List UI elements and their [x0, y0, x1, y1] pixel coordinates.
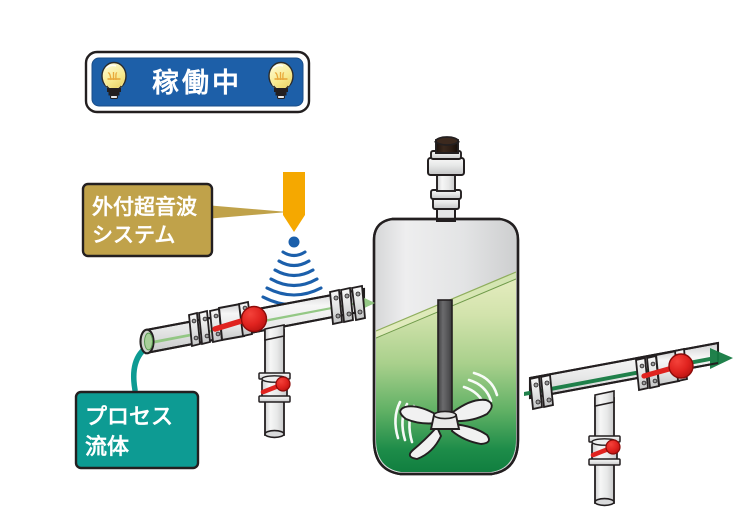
- outlet-branch-drain: [588, 397, 621, 507]
- status-badge: 稼働中: [84, 50, 311, 114]
- outlet-drain-valve: [588, 435, 621, 466]
- lightbulb-icon: [101, 61, 127, 99]
- callout-ultrasonic-line1: 外付超音波: [92, 195, 198, 219]
- inlet-flange-pair-2: [329, 284, 366, 326]
- inlet-drain-valve: [258, 372, 291, 403]
- inlet-pipe-assembly: [139, 284, 375, 355]
- outlet-valve-knob[interactable]: [668, 353, 694, 379]
- callout-process-fluid-line2: 流体: [85, 434, 130, 460]
- outlet-pipe-assembly: [524, 341, 733, 411]
- status-badge-plate: [91, 57, 304, 107]
- callout-process-fluid: プロセス 流体: [74, 390, 200, 470]
- agitator-shaft: [437, 299, 453, 429]
- impeller-agitator: [394, 299, 499, 460]
- outlet-flange-pair-1: [529, 373, 554, 411]
- transducer-body: [283, 172, 305, 232]
- inlet-valve-knob[interactable]: [240, 305, 268, 333]
- outlet-flow-arrow: [524, 348, 733, 396]
- impeller-blades: [399, 398, 493, 460]
- callout-process-fluid-line1: プロセス: [85, 405, 173, 430]
- vessel-shell-outline: [372, 217, 520, 476]
- inlet-drain-valve-knob: [275, 376, 291, 392]
- callout-ultrasonic-system: 外付超音波 システム: [81, 182, 214, 258]
- callout-process-fluid-box: [74, 390, 200, 470]
- inlet-ball-valve: [209, 300, 268, 344]
- lightbulb-icon: [268, 61, 294, 99]
- callout-ultrasonic-line2: システム: [92, 223, 175, 247]
- agitator-motor: [427, 136, 465, 210]
- inlet-flange-pair-1: [188, 309, 211, 348]
- status-badge-label: 稼働中: [152, 68, 242, 99]
- outlet-ball-valve: [635, 347, 694, 392]
- callout-ultrasonic-box: [81, 182, 214, 258]
- outlet-drain-valve-knob: [605, 439, 621, 455]
- inlet-branch-drain: [258, 329, 291, 439]
- transducer-emitter-dot: [288, 236, 300, 248]
- ultrasonic-transducer: [261, 172, 327, 307]
- callout-ultrasonic-pointer: [205, 205, 288, 219]
